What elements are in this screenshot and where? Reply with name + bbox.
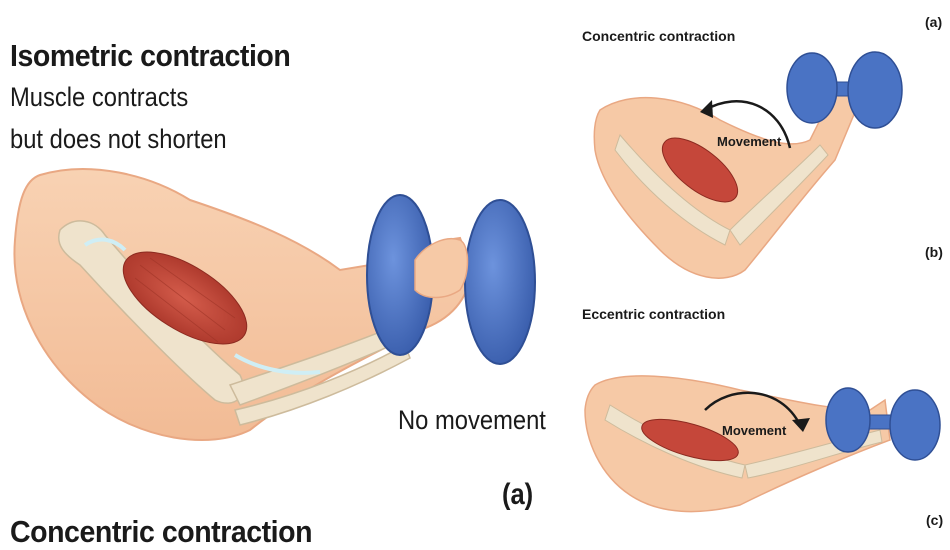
isometric-title: Isometric contraction [10,38,290,74]
concentric-movement-label: Movement [717,134,781,149]
panel-a-tag-small: (a) [925,14,942,30]
eccentric-title: Eccentric contraction [582,306,725,322]
concentric-title: Concentric contraction [582,28,735,44]
panel-b-tag: (b) [925,244,943,260]
isometric-line-2: but does not shorten [10,124,227,155]
panel-c-tag: (c) [926,512,943,528]
isometric-line-1: Muscle contracts [10,82,188,113]
concentric-title-cropped: Concentric contraction [10,514,312,550]
eccentric-movement-label: Movement [722,423,786,438]
no-movement-label: No movement [398,405,546,436]
panel-a-tag-large: (a) [502,478,533,512]
